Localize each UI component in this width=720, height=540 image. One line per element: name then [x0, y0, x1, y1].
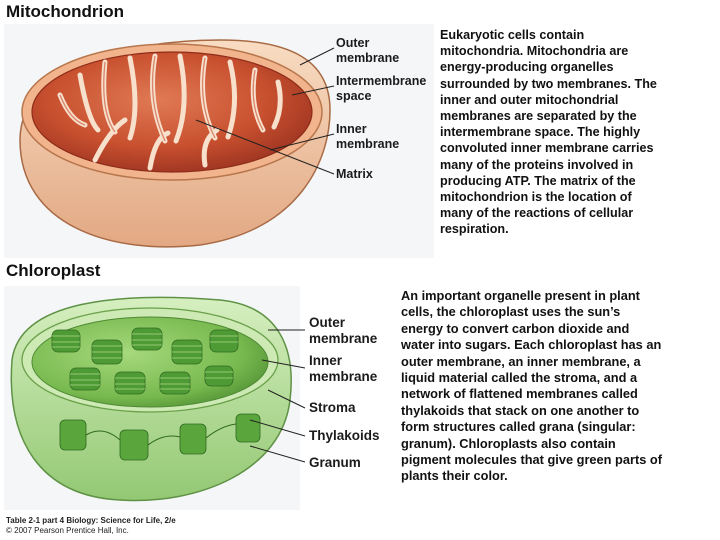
chloroplast-description: An important organelle present in plant …	[401, 288, 663, 485]
label-chloro-thylakoids: Thylakoids	[309, 428, 380, 444]
mitochondrion-description: Eukaryotic cells contain mitochondria. M…	[440, 27, 662, 238]
label-mito-matrix: Matrix	[336, 167, 373, 182]
label-chloro-stroma: Stroma	[309, 400, 356, 416]
source-credit: Table 2-1 part 4 Biology: Science for Li…	[6, 516, 176, 536]
label-chloro-granum: Granum	[309, 455, 361, 471]
